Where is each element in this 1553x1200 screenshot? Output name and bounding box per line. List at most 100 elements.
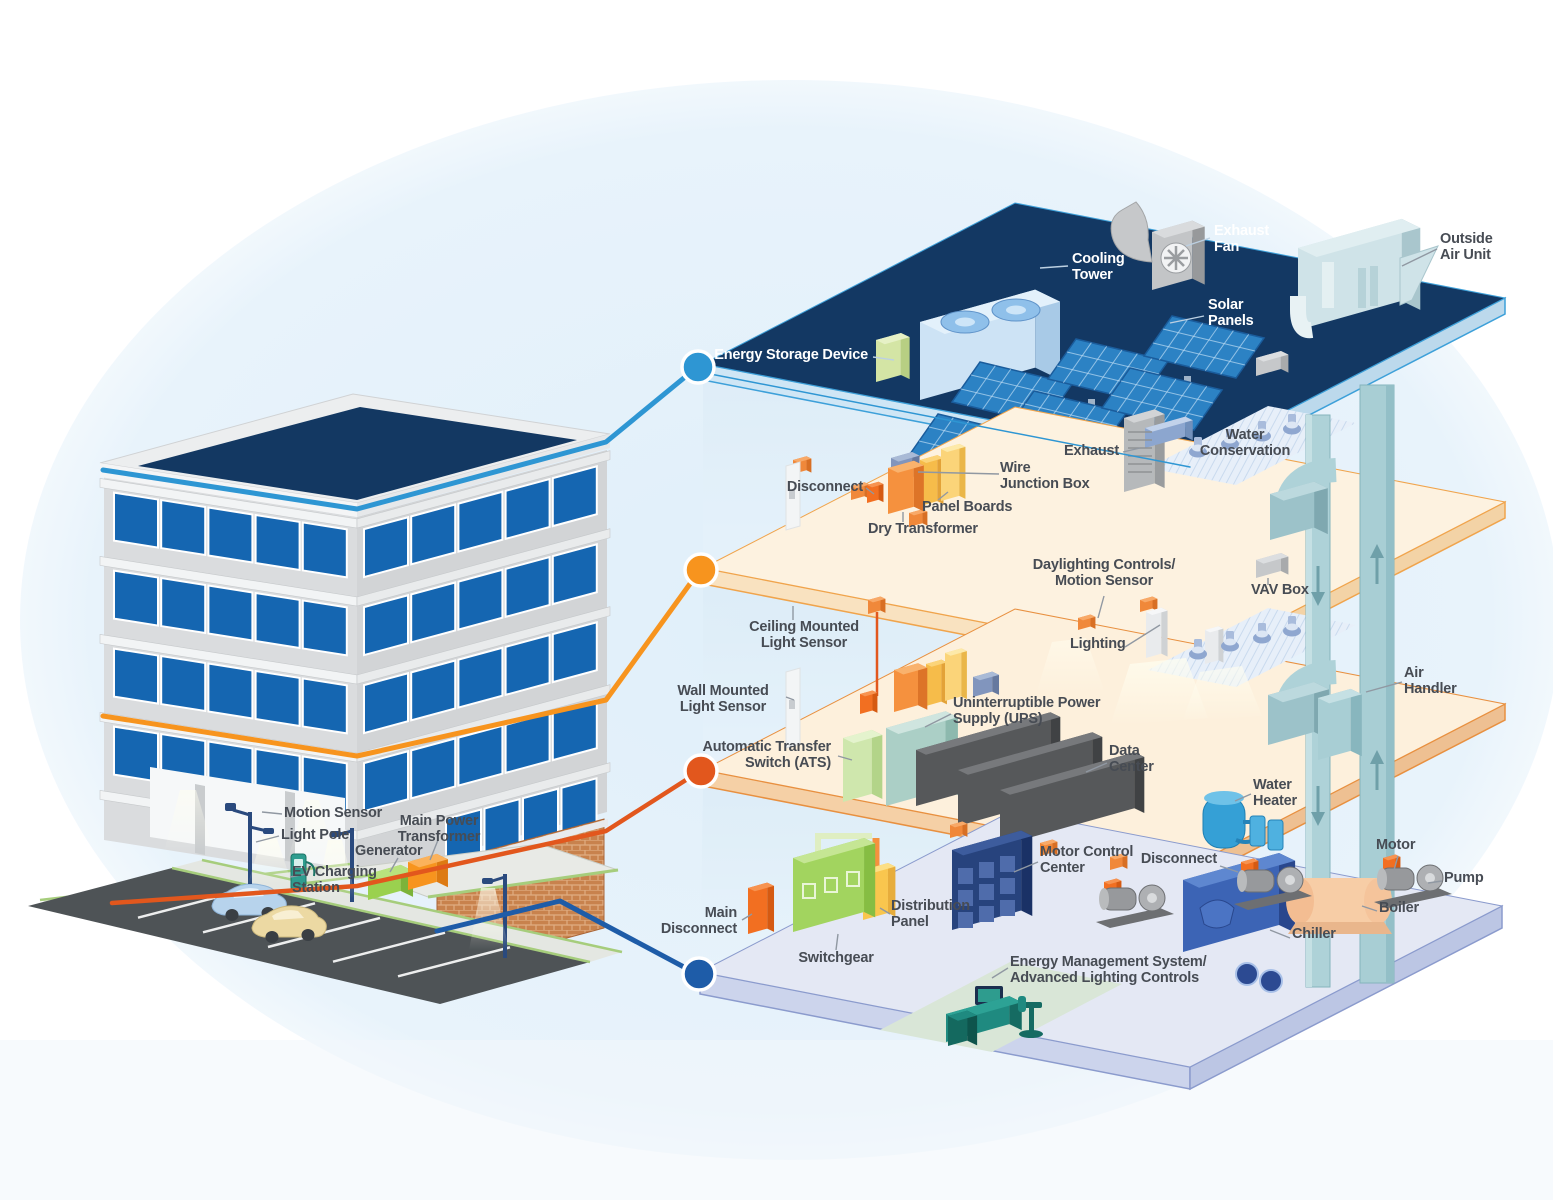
pump-motor [1374, 864, 1452, 908]
junction-box [909, 509, 928, 527]
toilet [1253, 421, 1271, 442]
label-water-heater: Water Heater [1253, 777, 1297, 809]
label-air-handler: Air Handler [1404, 665, 1457, 697]
basement-node[interactable] [681, 956, 717, 992]
label-motion-sensor: Motion Sensor [284, 805, 383, 821]
daylighting-sensor [1078, 614, 1096, 630]
background-foot [0, 1040, 1553, 1200]
label-dry-transformer: Dry Transformer [868, 521, 978, 537]
label-ats: Automatic Transfer Switch (ATS) [702, 739, 831, 771]
level-nodes [680, 349, 719, 992]
boiler [1286, 878, 1392, 934]
label-energy-management-system: Energy Management System/ Advanced Light… [1010, 954, 1207, 986]
vav-box [1256, 350, 1289, 376]
air-handler-unit [1270, 481, 1328, 540]
label-ups: Uninterruptible Power Supply (UPS) [953, 695, 1101, 727]
label-pump: Pump [1444, 870, 1484, 886]
pump-motor [1234, 866, 1312, 910]
airflow-arrows [1311, 544, 1384, 826]
floor3-node[interactable] [683, 753, 719, 789]
desk-drawers [948, 1010, 978, 1046]
wire-junction-box [973, 671, 1000, 697]
label-boiler: Boiler [1379, 900, 1419, 916]
label-motor: Motor [1376, 837, 1416, 853]
label-exhaust-fan: Exhaust Fan [1214, 223, 1270, 255]
label-outside-air-unit: Outside Air Unit [1440, 231, 1493, 263]
roof-node[interactable] [680, 349, 716, 385]
solar-panel [1142, 315, 1266, 390]
label-lighting: Lighting [1070, 636, 1126, 652]
label-distribution-panel: Distribution Panel [891, 898, 970, 930]
restroom-floor [1148, 406, 1356, 485]
label-panel-boards: Panel Boards [922, 499, 1013, 515]
junction-box [950, 821, 968, 838]
ems-workstation [946, 986, 1043, 1046]
office-building [99, 393, 611, 880]
daylighting-sensor [1140, 596, 1158, 612]
basement-equipment [748, 791, 1452, 1046]
dry-transformer [894, 663, 928, 712]
pump-motor [1096, 884, 1174, 928]
light-fixture [1146, 607, 1168, 658]
water-heater [1202, 791, 1284, 851]
panel-board [926, 659, 947, 706]
panel-board [920, 455, 944, 506]
label-chiller: Chiller [1292, 926, 1336, 942]
pumps [1096, 864, 1452, 928]
label-main-power-transformer: Main Power Transformer [397, 813, 481, 845]
label-ev-charging-station: EV Charging Station [292, 864, 377, 896]
data-center-rack [1000, 752, 1145, 846]
motion-sensor-head [225, 803, 236, 811]
label-vav-box: VAV Box [1251, 582, 1309, 598]
sink-counter [1145, 416, 1193, 448]
chiller-details [1199, 899, 1283, 993]
label-light-pole: Light Pole [281, 827, 350, 843]
toilet [1189, 639, 1207, 660]
label-main-disconnect: Main Disconnect [660, 905, 737, 937]
floor3-connector-line [109, 768, 703, 906]
label-motor-control-center: Motor Control Center [1040, 844, 1134, 876]
light-pole [316, 828, 356, 902]
floor2-node[interactable] [683, 552, 719, 588]
dry-transformer [888, 460, 924, 514]
junction-box [1110, 853, 1128, 870]
outside-air-unit-hood [1290, 245, 1439, 339]
switchgear [793, 838, 876, 932]
label-ceiling-mounted-light-sensor: Ceiling Mounted Light Sensor [749, 619, 859, 651]
label-generator: Generator [355, 843, 423, 859]
basement-connector-line [434, 898, 700, 977]
label-data-center: Data Center [1109, 743, 1154, 775]
ats [843, 729, 883, 802]
panel-board [945, 648, 967, 701]
connectors [100, 365, 1191, 977]
exhaust-fan [1110, 201, 1192, 274]
leader-lines [255, 237, 1443, 979]
junction-box [1040, 839, 1058, 856]
light-pole [225, 803, 292, 884]
air-handler-unit [1318, 688, 1362, 760]
restroom-floor [1148, 608, 1356, 687]
ev-charging-station [290, 853, 316, 891]
cooling-tower-fans [940, 298, 1041, 334]
ceiling-light-sensor [868, 596, 886, 614]
disconnect [860, 690, 878, 714]
energy-storage-device [876, 332, 910, 382]
toilet [1283, 414, 1301, 435]
label-energy-storage-device: Energy Storage Device [714, 347, 868, 363]
label-wall-mounted-light-sensor: Wall Mounted Light Sensor [677, 683, 769, 715]
toilet [1283, 616, 1301, 637]
roof-connector-line [100, 365, 699, 512]
toilet [1221, 429, 1239, 450]
floor3-equipment [785, 552, 1301, 846]
toilet [1221, 631, 1239, 652]
floor2-equipment [785, 350, 1301, 531]
label-exhaust: Exhaust [1063, 443, 1119, 459]
label-wire-junction-box: Wire Junction Box [1000, 460, 1090, 492]
disconnect [867, 481, 884, 503]
label-cooling-tower: Cooling Tower [1072, 251, 1125, 283]
label-disconnect-basement: Disconnect [1140, 851, 1217, 867]
label-switchgear: Switchgear [798, 950, 874, 966]
car [251, 905, 327, 943]
label-water-conservation: Water Conservation [1199, 427, 1291, 459]
